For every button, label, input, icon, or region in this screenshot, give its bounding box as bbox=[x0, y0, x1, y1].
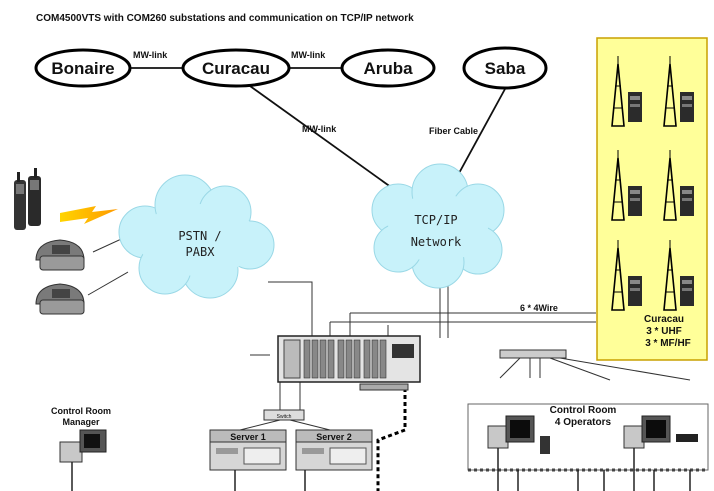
diagram-title: COM4500VTS with COM260 substations and c… bbox=[36, 13, 414, 24]
link-label-mw-right: MW-link bbox=[291, 50, 326, 60]
node-aruba-label: Aruba bbox=[363, 59, 413, 78]
control-room-label-line2: 4 Operators bbox=[555, 417, 612, 428]
control-room-label-line1: Control Room bbox=[550, 405, 617, 416]
manager-label-line2: Manager bbox=[62, 417, 100, 427]
desk-phone-icon bbox=[35, 283, 85, 315]
node-aruba: Aruba bbox=[340, 48, 436, 88]
pstn-label-line1: PSTN / bbox=[178, 229, 221, 243]
link-label-mw-center: MW-link bbox=[302, 124, 337, 134]
radio-tower-icon bbox=[611, 240, 642, 311]
com4500-rack-icon bbox=[277, 335, 421, 391]
site-uhf-label: 3 * UHF bbox=[646, 326, 682, 337]
radio-tower-icon bbox=[663, 56, 694, 127]
node-bonaire-label: Bonaire bbox=[51, 59, 114, 78]
pstn-cloud: PSTN / PABX bbox=[118, 174, 275, 299]
network-links bbox=[130, 67, 506, 191]
site-name-label: Curacau bbox=[644, 314, 684, 325]
server-2-icon: Server 2 bbox=[295, 429, 373, 471]
link-curacau-tcpip bbox=[249, 85, 396, 191]
tcpip-cloud: TCP/IP Network bbox=[371, 163, 505, 289]
node-saba-label: Saba bbox=[485, 59, 526, 78]
link-saba-tcpip bbox=[451, 88, 506, 187]
tcpip-label-line1: TCP/IP bbox=[414, 213, 457, 227]
mobile-phones-icon bbox=[14, 168, 41, 230]
operator-workstation-icon bbox=[623, 415, 698, 449]
pstn-label-line2: PABX bbox=[186, 245, 216, 259]
network-switch-icon: Switch bbox=[263, 409, 305, 421]
radio-towers bbox=[611, 56, 694, 311]
node-saba: Saba bbox=[462, 46, 548, 90]
link-label-four-wire: 6 * 4Wire bbox=[520, 303, 558, 313]
radio-tower-icon bbox=[663, 240, 694, 311]
dashed-link bbox=[376, 388, 407, 491]
tcpip-label-line2: Network bbox=[411, 235, 462, 249]
node-curacau-label: Curacau bbox=[202, 59, 270, 78]
switch-label: Switch bbox=[277, 414, 292, 420]
site-mfhf-label: 3 * MF/HF bbox=[645, 338, 691, 349]
manager-workstation-icon bbox=[59, 429, 107, 491]
wireless-bolt-icon bbox=[60, 206, 118, 224]
server-2-label: Server 2 bbox=[316, 432, 352, 442]
node-bonaire: Bonaire bbox=[34, 48, 132, 88]
manager-label-line1: Control Room bbox=[51, 406, 111, 416]
operator-workstation-icon bbox=[487, 415, 550, 454]
server-1-label: Server 1 bbox=[230, 432, 266, 442]
link-label-mw-left: MW-link bbox=[133, 50, 168, 60]
desk-phone-icon bbox=[35, 239, 85, 271]
control-room-drops bbox=[497, 448, 691, 491]
radio-tower-icon bbox=[611, 150, 642, 221]
server-1-icon: Server 1 bbox=[209, 429, 287, 471]
radio-tower-icon bbox=[611, 56, 642, 127]
server-legs bbox=[234, 470, 306, 491]
radio-tower-icon bbox=[663, 150, 694, 221]
network-hub-icon bbox=[499, 349, 567, 359]
link-label-fiber: Fiber Cable bbox=[429, 126, 478, 136]
node-curacau: Curacau bbox=[181, 48, 291, 88]
